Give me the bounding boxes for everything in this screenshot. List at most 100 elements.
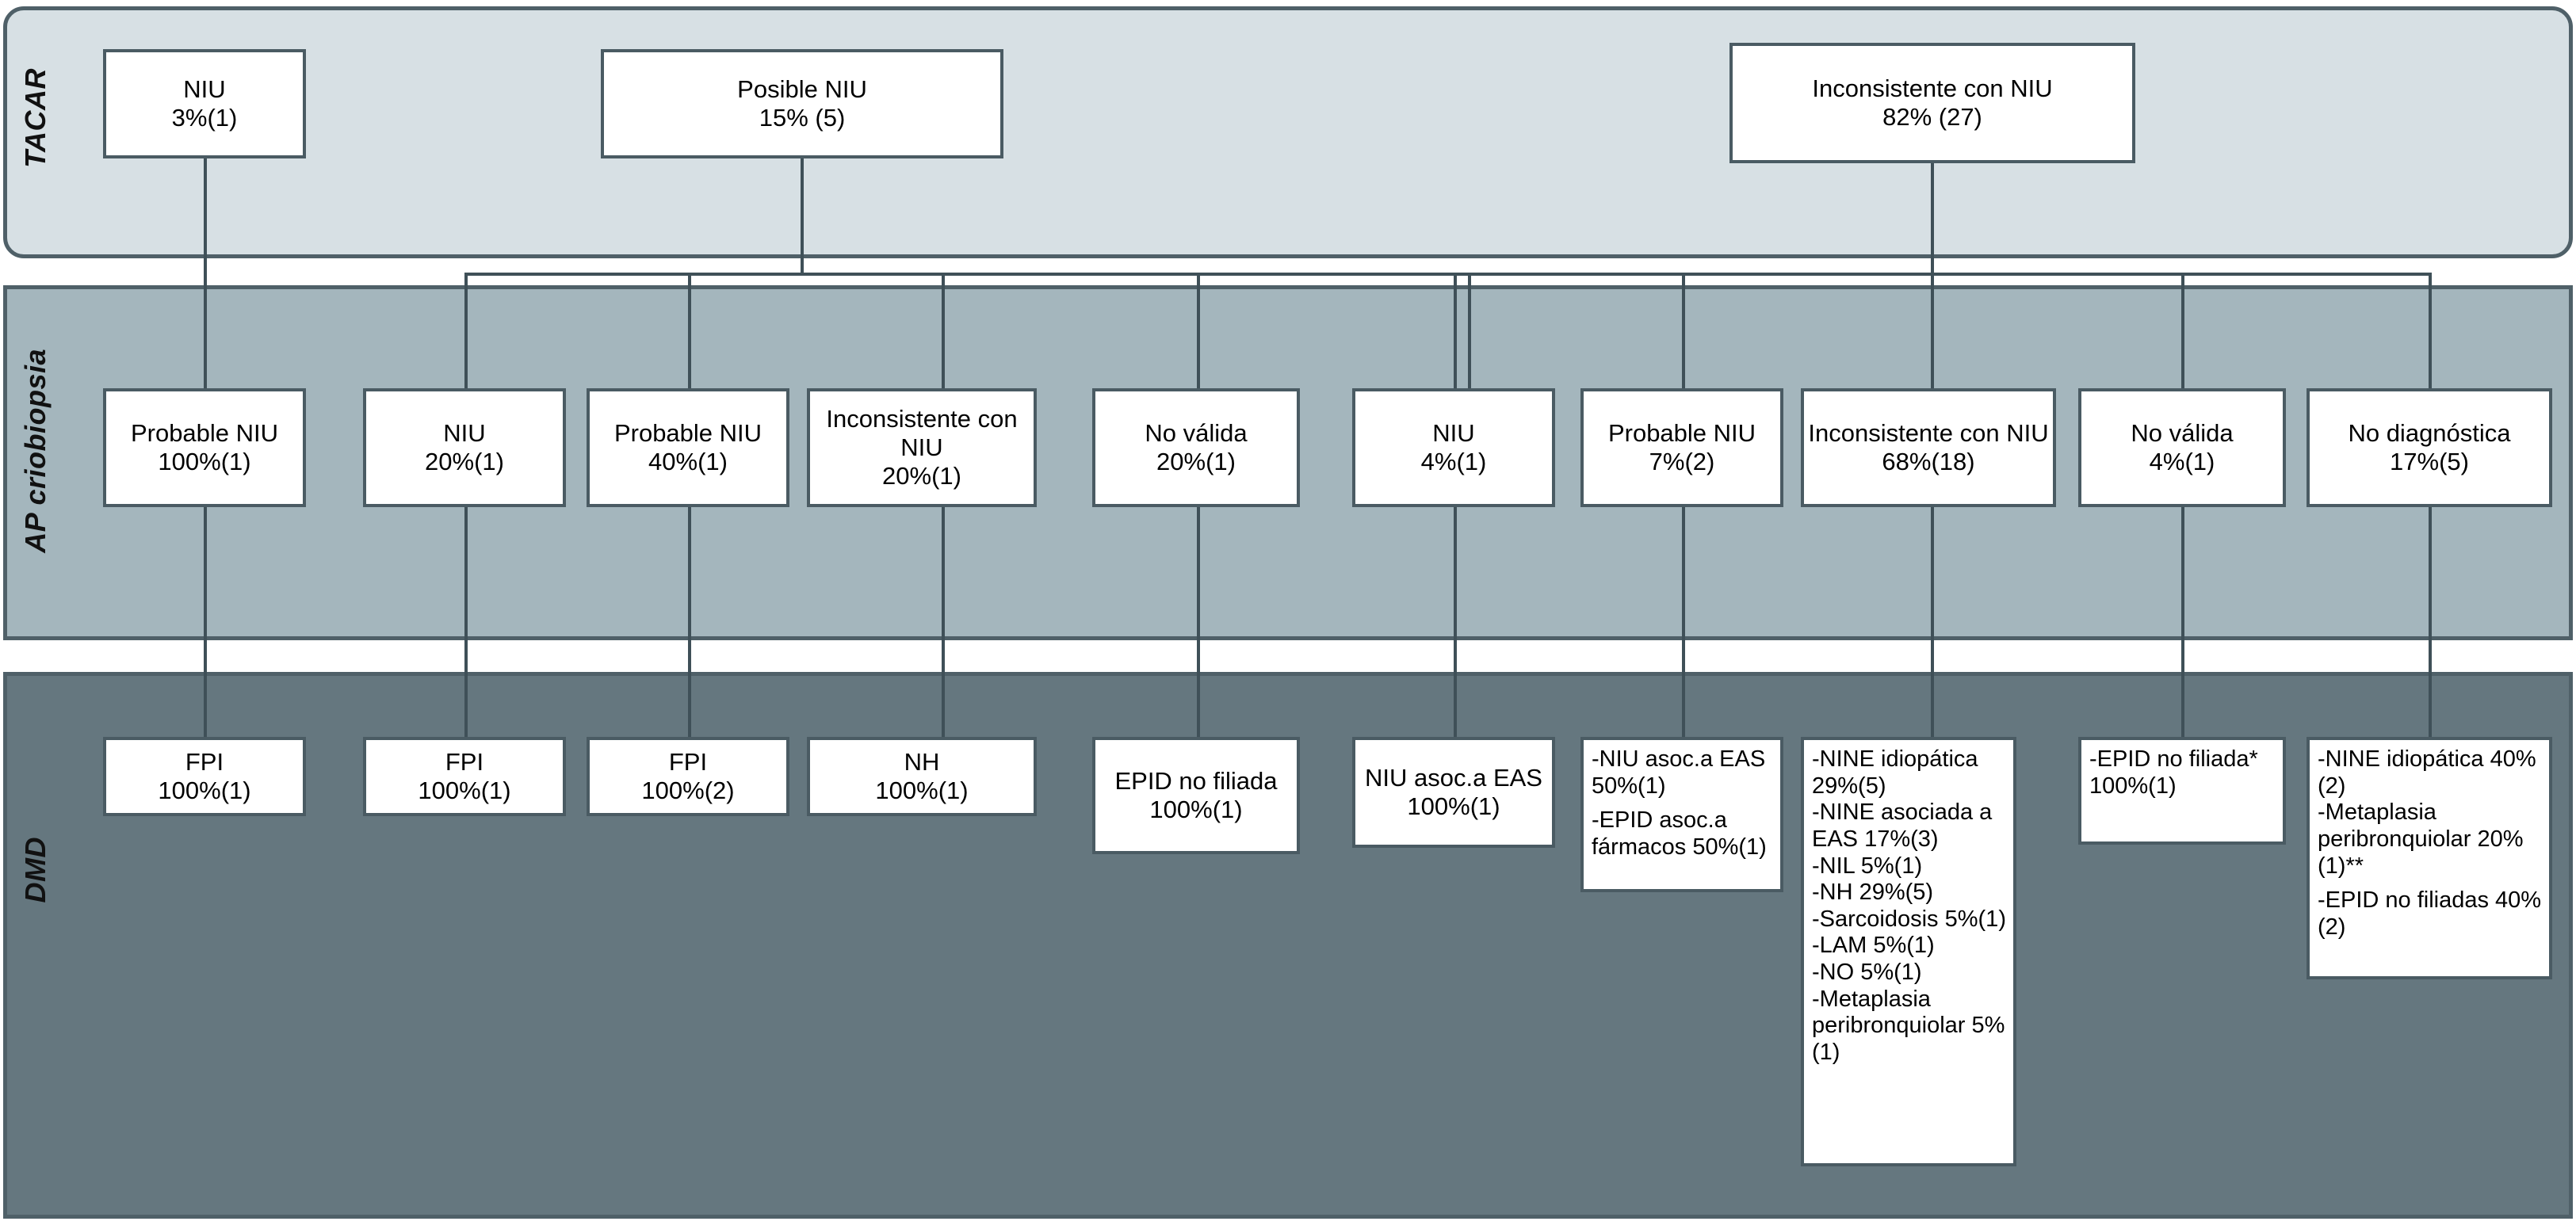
node-title: NIU [1432, 419, 1475, 448]
list-item: -NINE idiopática 40%(2) [2318, 746, 2536, 799]
band-label-tacar: TACAR [19, 68, 52, 168]
connector-bus [1454, 273, 2432, 276]
node-dmd-list-no-valida[interactable]: -EPID no filiada* 100%(1) [2078, 737, 2286, 845]
node-title: Probable NIU [130, 419, 279, 448]
node-dmd-list-probable-niu[interactable]: -NIU asoc.a EAS 50%(1) -EPID asoc.a fárm… [1580, 737, 1783, 892]
connector-line [942, 507, 945, 737]
node-percent: 100%(1) [1149, 796, 1243, 823]
node-dmd-list-no-diagnostica[interactable]: -NINE idiopática 40%(2) -Metaplasia peri… [2307, 737, 2552, 979]
list-item: -NINE idiopática 29%(5) [1812, 746, 1978, 799]
connector-line [2429, 273, 2432, 388]
node-ap-probable-niu-1[interactable]: Probable NIU 100%(1) [103, 388, 306, 507]
band-label-ap-criobiopsia: AP criobiopsia [19, 349, 52, 553]
node-ap-probable-niu-2[interactable]: Probable NIU 40%(1) [587, 388, 789, 507]
node-title: Probable NIU [1607, 419, 1756, 448]
node-percent: 100%(1) [418, 777, 511, 804]
node-dmd-fpi-2[interactable]: FPI 100%(1) [363, 737, 566, 816]
connector-line [1197, 507, 1200, 737]
node-ap-inconsistente-niu-1[interactable]: Inconsistente con NIU 20%(1) [807, 388, 1037, 507]
node-percent: 100%(1) [875, 777, 969, 804]
node-title: FPI [445, 748, 484, 777]
band-tacar [3, 6, 2573, 258]
node-title: FPI [668, 748, 708, 777]
node-ap-probable-niu-3[interactable]: Probable NIU 7%(2) [1580, 388, 1783, 507]
node-percent: 40%(1) [648, 448, 728, 475]
connector-line [1197, 273, 1200, 388]
node-ap-no-valida-1[interactable]: No válida 20%(1) [1092, 388, 1300, 507]
node-percent: 20%(1) [425, 448, 504, 475]
node-percent: 100%(1) [158, 777, 251, 804]
node-percent: 3%(1) [171, 104, 238, 132]
list-item: -NH 29%(5) [1812, 880, 1934, 906]
connector-line [1454, 507, 1457, 737]
list-item: -Sarcoidosis 5%(1) [1812, 906, 2006, 932]
list-item: -Metaplasia peribronquiolar 20%(1)** [2318, 799, 2524, 879]
node-percent: 100%(1) [1407, 792, 1500, 820]
node-ap-no-diagnostica[interactable]: No diagnóstica 17%(5) [2307, 388, 2552, 507]
node-title: NIU [183, 75, 226, 104]
connector-line [1931, 158, 1934, 274]
node-dmd-niu-asoc-eas[interactable]: NIU asoc.a EAS 100%(1) [1352, 737, 1555, 848]
node-title: NIU asoc.a EAS [1365, 764, 1542, 792]
list-item: -NIU asoc.a EAS 50%(1) [1592, 746, 1766, 799]
node-title: FPI [185, 748, 224, 777]
node-percent: 20%(1) [1156, 448, 1236, 475]
list-item: -EPID no filiadas 40%(2) [2318, 887, 2542, 940]
connector-line [1468, 273, 1471, 388]
node-ap-inconsistente-niu-2[interactable]: Inconsistente con NIU 68%(18) [1801, 388, 2056, 507]
node-percent: 68%(18) [1882, 448, 1975, 475]
connector-bus [464, 273, 1471, 276]
connector-line [801, 158, 804, 274]
node-title: No válida [2131, 419, 2234, 448]
node-title: Inconsistente con NIU [826, 405, 1018, 462]
connector-line [204, 507, 207, 737]
connector-line [2429, 507, 2432, 737]
node-ap-niu-2[interactable]: NIU 4%(1) [1352, 388, 1555, 507]
node-percent: 82% (27) [1882, 103, 1982, 131]
connector-line [1931, 273, 1934, 388]
node-title: Inconsistente con NIU [1808, 419, 2049, 448]
connector-line [2181, 507, 2184, 737]
node-dmd-fpi-3[interactable]: FPI 100%(2) [587, 737, 789, 816]
node-dmd-epid-no-filiada[interactable]: EPID no filiada 100%(1) [1092, 737, 1300, 854]
node-percent: 17%(5) [2390, 448, 2469, 475]
node-percent: 7%(2) [1649, 448, 1715, 475]
node-percent: 4%(1) [1420, 448, 1487, 475]
node-tacar-niu[interactable]: NIU 3%(1) [103, 49, 306, 158]
list-item: -NINE asociada a EAS 17%(3) [1812, 799, 1993, 852]
list-item: -Metaplasia peribronquiolar 5%(1) [1812, 986, 2005, 1065]
node-dmd-list-inconsistente-niu[interactable]: -NINE idiopática 29%(5) -NINE asociada a… [1801, 737, 2016, 1166]
connector-line [942, 273, 945, 388]
list-item: -NIL 5%(1) [1812, 853, 1923, 879]
node-percent: 100%(2) [641, 777, 735, 804]
node-dmd-nh[interactable]: NH 100%(1) [807, 737, 1037, 816]
node-percent: 100%(1) [158, 448, 251, 475]
node-tacar-posible-niu[interactable]: Posible NIU 15% (5) [601, 49, 1003, 158]
node-percent: 20%(1) [882, 461, 961, 490]
connector-line [688, 273, 691, 388]
node-title: Inconsistente con NIU [1812, 74, 2053, 103]
band-label-dmd: DMD [19, 837, 52, 903]
node-title: NH [904, 748, 940, 777]
node-ap-no-valida-2[interactable]: No válida 4%(1) [2078, 388, 2286, 507]
node-title: No válida [1145, 419, 1248, 448]
node-title: NIU [443, 419, 486, 448]
node-title: EPID no filiada [1114, 767, 1278, 796]
node-dmd-fpi-1[interactable]: FPI 100%(1) [103, 737, 306, 816]
connector-line [464, 507, 468, 737]
node-tacar-inconsistente-niu[interactable]: Inconsistente con NIU 82% (27) [1729, 43, 2135, 163]
list-item: -EPID no filiada* 100%(1) [2089, 746, 2258, 799]
node-ap-niu-1[interactable]: NIU 20%(1) [363, 388, 566, 507]
list-item: -NO 5%(1) [1812, 960, 1922, 985]
connector-line [2181, 273, 2184, 388]
connector-line [1931, 507, 1934, 737]
connector-line [688, 507, 691, 737]
list-item: -EPID asoc.a fármacos 50%(1) [1592, 807, 1767, 860]
node-percent: 15% (5) [759, 104, 846, 132]
connector-line [1682, 507, 1685, 737]
connector-line [1454, 273, 1457, 388]
connector-line [204, 158, 207, 388]
node-title: Posible NIU [737, 75, 867, 104]
connector-line [464, 273, 468, 388]
